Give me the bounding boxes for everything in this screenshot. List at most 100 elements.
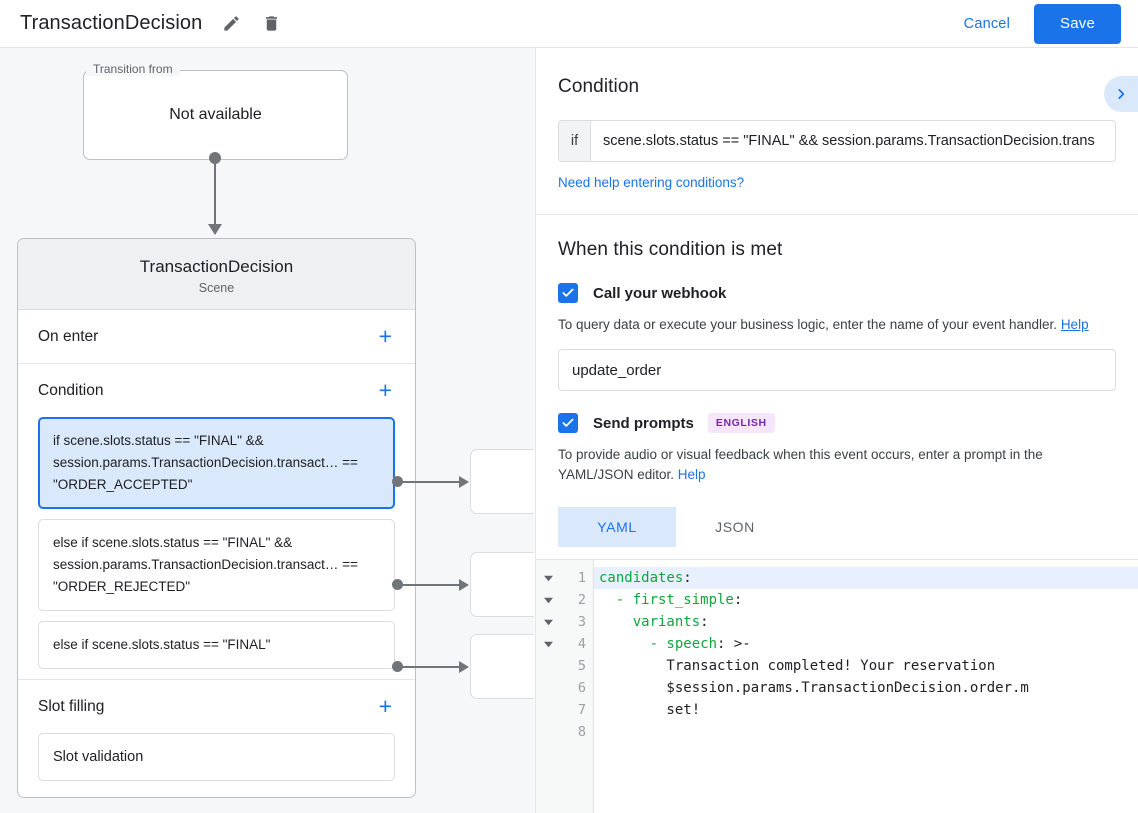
send-prompts-helper-prefix: To provide audio or visual feedback when… <box>558 447 1043 482</box>
yaml-punct-token: : <box>683 570 692 586</box>
code-line[interactable]: set! <box>594 699 1138 721</box>
fold-toggle-icon[interactable] <box>536 611 560 633</box>
fold-toggle-icon[interactable] <box>536 633 560 655</box>
fold-toggle-icon[interactable] <box>536 567 560 589</box>
section-on-enter: On enter + <box>18 310 415 364</box>
webhook-handler-input[interactable] <box>558 349 1116 391</box>
app-header: TransactionDecision Cancel Save <box>0 0 1138 48</box>
call-webhook-help-link[interactable]: Help <box>1060 317 1089 332</box>
yaml-key-token: candidates <box>599 570 684 586</box>
trash-icon[interactable] <box>260 13 282 35</box>
condition-card-accepted[interactable]: if scene.slots.status == "FINAL" && sess… <box>38 417 395 509</box>
header-actions: Cancel Save <box>950 3 1138 44</box>
condition-edge-line <box>398 481 460 483</box>
yaml-key-token: - speech <box>599 636 718 652</box>
line-number: 2 <box>577 592 586 608</box>
condition-edge-line <box>398 666 460 668</box>
send-prompts-help-link[interactable]: Help <box>677 467 706 482</box>
yaml-text-token: Transaction completed! Your reservation <box>599 658 996 674</box>
condition-if-prefix: if <box>559 121 591 161</box>
section-condition: Condition + if scene.slots.status == "FI… <box>18 364 415 680</box>
editor-format-tabs: YAML JSON <box>558 507 1116 547</box>
condition-edge-dot <box>392 661 403 672</box>
condition-edge-line <box>398 584 460 586</box>
code-line[interactable]: - speech: >- <box>594 633 1138 655</box>
line-number: 8 <box>577 724 586 740</box>
yaml-key-token: variants <box>599 614 701 630</box>
transition-target-box-1[interactable] <box>470 449 534 514</box>
line-number: 6 <box>577 680 586 696</box>
slot-validation-card[interactable]: Slot validation <box>38 733 395 781</box>
yaml-key-token: - first_simple <box>599 592 734 608</box>
scene-graph-canvas[interactable]: Not available Transition from Transactio… <box>0 48 534 813</box>
code-line[interactable]: $session.params.TransactionDecision.orde… <box>594 677 1138 699</box>
condition-card-final[interactable]: else if scene.slots.status == "FINAL" <box>38 621 395 669</box>
line-number: 5 <box>577 658 586 674</box>
call-webhook-label: Call your webhook <box>593 284 727 302</box>
call-webhook-helper-text: To query data or execute your business l… <box>558 315 1116 335</box>
add-condition-button[interactable]: + <box>378 377 392 403</box>
send-prompts-row: Send prompts ENGLISH <box>558 413 1116 433</box>
scene-card-header[interactable]: TransactionDecision Scene <box>18 239 415 310</box>
condition-card-rejected[interactable]: else if scene.slots.status == "FINAL" &&… <box>38 519 395 611</box>
call-webhook-row: Call your webhook <box>558 283 1116 303</box>
yaml-text-token: set! <box>599 702 701 718</box>
fold-spacer <box>536 655 560 677</box>
send-prompts-checkbox[interactable] <box>558 413 578 433</box>
condition-section: Condition if Need help entering conditio… <box>536 48 1138 215</box>
tab-yaml[interactable]: YAML <box>558 507 676 547</box>
transition-target-box-3[interactable] <box>470 634 534 699</box>
yaml-punct-token: : <box>700 614 709 630</box>
language-badge: ENGLISH <box>707 413 775 433</box>
when-condition-met-section: When this condition is met Call your web… <box>536 215 1138 547</box>
page-title: TransactionDecision <box>20 12 203 34</box>
scene-name: TransactionDecision <box>139 257 294 276</box>
editor-fold-gutter <box>536 560 560 813</box>
chevron-right-icon[interactable] <box>1104 76 1138 112</box>
condition-edge-arrow-icon <box>459 579 469 591</box>
line-number: 1 <box>577 570 586 586</box>
call-webhook-helper-prefix: To query data or execute your business l… <box>558 317 1061 332</box>
condition-edge-dot <box>392 579 403 590</box>
when-condition-met-heading: When this condition is met <box>558 239 783 260</box>
editor-code-area[interactable]: candidates: - first_simple: variants: - … <box>594 560 1138 813</box>
condition-edge-arrow-icon <box>459 476 469 488</box>
send-prompts-label: Send prompts <box>593 414 694 432</box>
fold-toggle-icon[interactable] <box>536 589 560 611</box>
cancel-button[interactable]: Cancel <box>950 7 1024 41</box>
connector-arrow-icon <box>208 224 222 235</box>
code-line[interactable]: - first_simple: <box>594 589 1138 611</box>
condition-heading: Condition <box>558 76 640 97</box>
call-webhook-checkbox[interactable] <box>558 283 578 303</box>
detail-panel: Condition if Need help entering conditio… <box>535 48 1138 813</box>
add-slot-filling-button[interactable]: + <box>378 693 392 719</box>
fold-spacer <box>536 677 560 699</box>
section-title-on-enter: On enter <box>38 327 99 345</box>
code-line[interactable]: variants: <box>594 611 1138 633</box>
add-on-enter-button[interactable]: + <box>378 323 392 349</box>
condition-expression-input[interactable] <box>591 121 1115 161</box>
section-slot-filling: Slot filling + Slot validation <box>18 680 415 797</box>
line-number: 3 <box>577 614 586 630</box>
connector-line <box>214 156 216 228</box>
yaml-punct-token: : <box>733 592 743 608</box>
save-button[interactable]: Save <box>1034 3 1121 44</box>
pencil-icon[interactable] <box>220 13 242 35</box>
yaml-punct-token: : >- <box>717 636 751 652</box>
code-line[interactable]: candidates: <box>594 567 1138 589</box>
code-line[interactable]: Transaction completed! Your reservation <box>594 655 1138 677</box>
fold-spacer <box>536 699 560 721</box>
scene-type: Scene <box>198 281 235 295</box>
condition-help-link[interactable]: Need help entering conditions? <box>558 175 745 190</box>
transition-target-box-2[interactable] <box>470 552 534 617</box>
condition-edge-arrow-icon <box>459 661 469 673</box>
code-line[interactable] <box>594 721 1138 743</box>
condition-input-row[interactable]: if <box>558 120 1116 162</box>
transition-from-legend: Transition from <box>86 62 180 76</box>
tab-json[interactable]: JSON <box>715 519 755 535</box>
section-title-slot-filling: Slot filling <box>38 697 105 715</box>
yaml-text-token: $session.params.TransactionDecision.orde… <box>599 680 1029 696</box>
condition-edge-dot <box>392 476 403 487</box>
scene-card: TransactionDecision Scene On enter + Con… <box>17 238 416 798</box>
